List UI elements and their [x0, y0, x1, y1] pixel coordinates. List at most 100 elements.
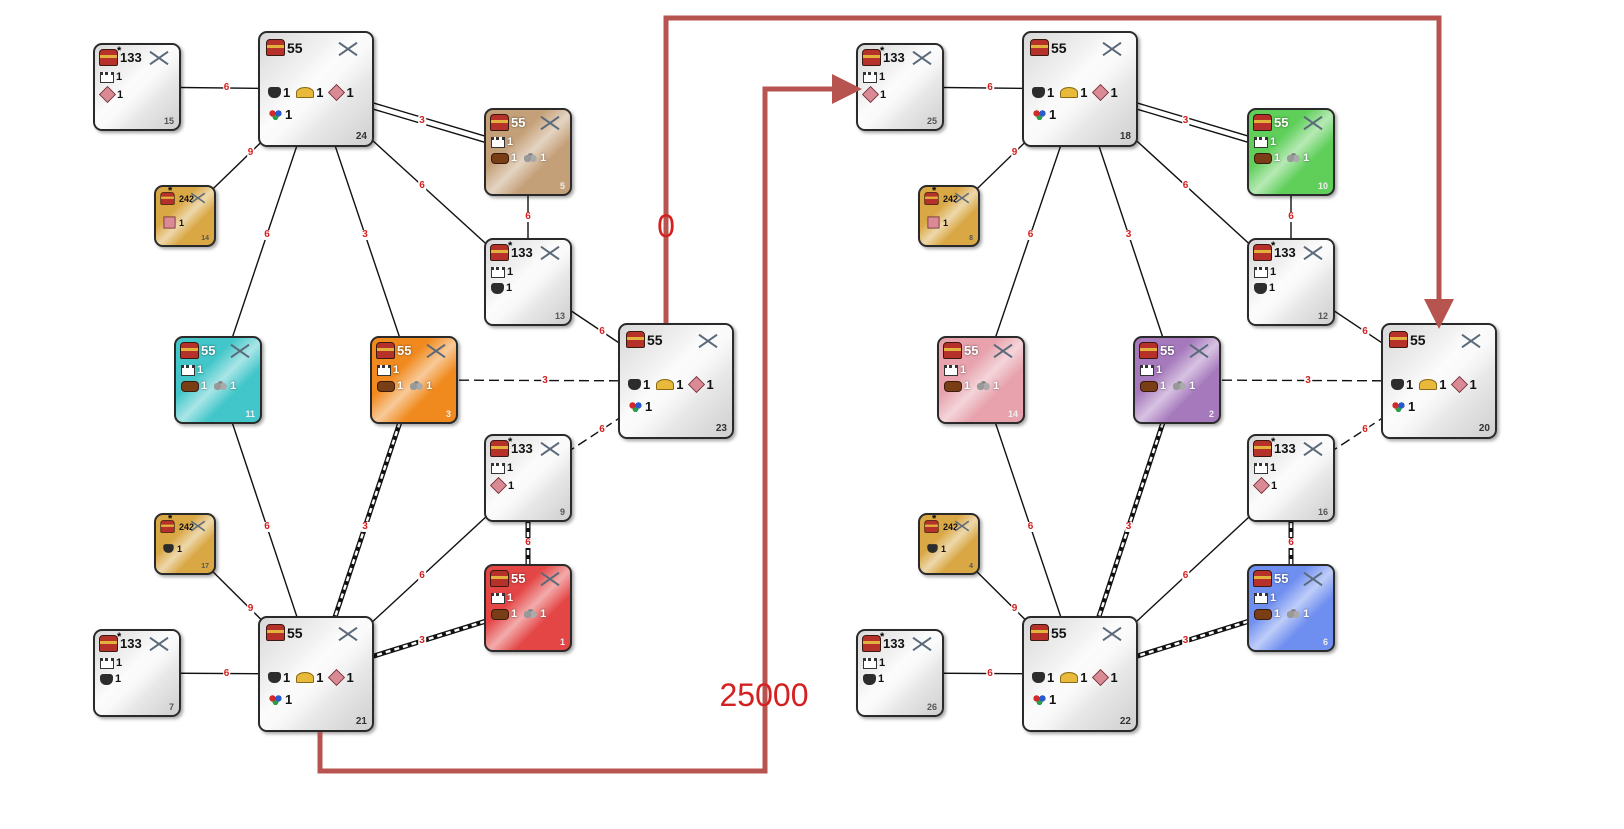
node-header: 133 [490, 244, 533, 261]
edge-weight-label: 6 [1361, 423, 1369, 435]
node-star-marker: * [932, 513, 937, 525]
node-header: 242 [922, 518, 958, 535]
node-header: 55 [266, 39, 303, 56]
treasure-chest-icon [862, 635, 881, 652]
node-star-marker: * [508, 240, 513, 252]
edge-weight-label: 9 [246, 603, 255, 614]
mercury-pot-icon [927, 544, 938, 553]
castle-icon [1254, 136, 1268, 148]
resource-amount: 1 [1408, 399, 1416, 414]
node-resource-row: 1 [377, 364, 403, 376]
resource-amount: 1 [507, 592, 514, 604]
node-id-label: 5 [559, 181, 565, 191]
resource-amount: 1 [116, 657, 123, 669]
node-header: 133 [1253, 440, 1296, 457]
resource-amount: 1 [230, 380, 237, 392]
resource-amount: 1 [1270, 462, 1277, 474]
treasure-chest-icon [1253, 570, 1272, 587]
resource-amount: 1 [1406, 377, 1414, 392]
node-gold-value: 55 [1274, 571, 1289, 586]
node-resource-row: 1 [491, 462, 517, 474]
resource-amount: 1 [117, 88, 124, 101]
resource-amount: 1 [201, 380, 208, 392]
node-id-label: 25 [926, 116, 937, 126]
node-resource-row: 1 [863, 71, 889, 83]
resource-amount: 1 [511, 152, 518, 164]
node-id-label: 3 [445, 409, 451, 419]
node-resource-row: 1 [491, 282, 516, 294]
treasure-chest-icon [924, 192, 939, 205]
node-header: 242 [158, 190, 194, 207]
gems-icon [628, 401, 643, 412]
ore-icon [976, 381, 992, 391]
node-star-marker: * [508, 436, 513, 448]
node-resource-row: 1 [491, 136, 517, 148]
mercury-pot-icon [163, 544, 174, 553]
resource-amount: 1 [1270, 136, 1277, 148]
treasure-chest-icon [943, 342, 962, 359]
edge-weight-label: 6 [986, 82, 994, 93]
resource-amount: 1 [540, 152, 547, 164]
flow-21-to-25-label: 25000 [719, 677, 809, 713]
node-gold-value: 55 [397, 343, 412, 358]
resource-amount: 1 [507, 136, 514, 148]
resource-amount: 1 [643, 377, 651, 392]
node-gold-value: 133 [1274, 245, 1296, 260]
resource-amount: 1 [1274, 608, 1281, 620]
resource-amount: 1 [880, 88, 887, 101]
edge-weight-label: 6 [1026, 228, 1035, 240]
sulfur-icon [1060, 672, 1079, 683]
node-header: 55 [1139, 342, 1174, 359]
castle-icon [100, 71, 114, 83]
node-id-label: 14 [201, 235, 209, 242]
ore-icon [409, 381, 425, 391]
resource-amount: 1 [1080, 85, 1088, 100]
treasure-chest-icon [160, 520, 175, 533]
node-resource-row: 1 [1254, 592, 1280, 604]
resource-amount: 1 [1303, 152, 1310, 164]
node-header: 55 [1389, 331, 1426, 348]
node-gold-value: 242 [943, 193, 959, 204]
sulfur-icon [1419, 379, 1438, 390]
sulfur-icon [656, 379, 675, 390]
edge-weight-label: 6 [1287, 537, 1295, 548]
resource-amount: 1 [1439, 377, 1447, 392]
edge-weight-label: 9 [246, 146, 255, 158]
edge-weight-label: 9 [1010, 603, 1019, 614]
edge-weight-label: 3 [361, 521, 369, 532]
edge-weight-label: 6 [986, 667, 994, 679]
resource-amount: 1 [676, 377, 684, 392]
resource-amount: 1 [645, 399, 653, 414]
mercury-pot-icon [1391, 379, 1404, 390]
node-resource-row: 1 [491, 266, 517, 278]
node-id-label: 1 [559, 637, 565, 647]
node-resource-row: 1 [944, 364, 970, 376]
node-header: 55 [1030, 39, 1067, 56]
edge-weight-label: 6 [263, 228, 271, 240]
resource-amount: 1 [511, 608, 518, 620]
castle-icon [1140, 364, 1154, 376]
node-id-label: 8 [969, 235, 973, 242]
node-gold-value: 55 [1274, 115, 1289, 130]
node-resource-row: 1 [1032, 107, 1060, 122]
castle-icon [100, 657, 114, 669]
node-id-label: 20 [1478, 423, 1490, 434]
resource-amount: 1 [1269, 282, 1276, 294]
resource-amount: 1 [1303, 608, 1310, 620]
castle-icon [491, 592, 505, 604]
node-gold-value: 55 [201, 343, 216, 358]
node-resource-row: 1 [926, 543, 950, 554]
edge-weight-label: 6 [222, 667, 231, 679]
node-id-label: 18 [1119, 131, 1131, 142]
resource-amount: 1 [197, 364, 204, 376]
resource-amount: 1 [1110, 85, 1118, 100]
node-id-label: 10 [1317, 181, 1328, 191]
node-resource-row: 1 [1254, 136, 1280, 148]
edge-weight-label: 6 [263, 521, 271, 532]
ore-icon [1172, 381, 1188, 391]
